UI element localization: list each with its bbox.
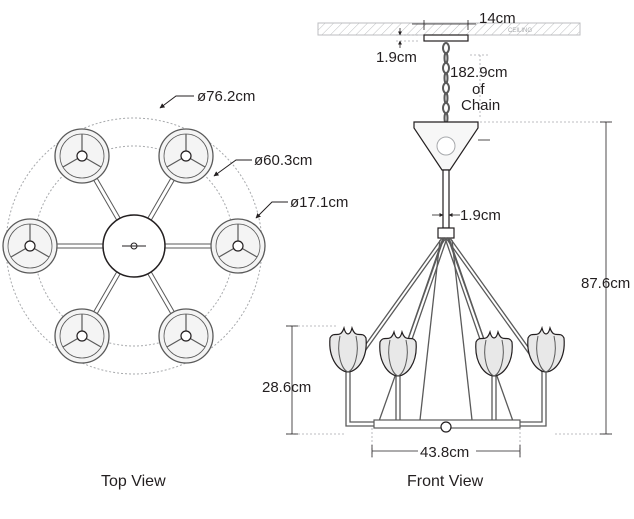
dim-outer-diameter: ø76.2cm [197, 88, 255, 105]
dim-chain-length: 182.9cm [450, 64, 508, 81]
top-view: ø76.2cm ø60.3cm ø17.1cm [2, 88, 348, 375]
leader-shade [255, 201, 288, 219]
front-view: CEILING 14cm 1.9cm 182.9cm of Chai [262, 10, 630, 461]
canopy [423, 34, 469, 42]
ceiling-label: CEILING [508, 28, 532, 34]
flower-head-upper-right [158, 128, 214, 184]
top-view-caption: Top View [101, 473, 166, 490]
dim-overall-height: 87.6cm [581, 275, 630, 292]
flower-shade-3 [475, 329, 513, 377]
chain [442, 42, 450, 124]
dim-canopy-height: 1.9cm [376, 49, 417, 66]
flower-shade-2 [379, 329, 417, 377]
flower-head-lower-right [158, 308, 214, 364]
dim-canopy-width: 14cm [479, 10, 516, 27]
dim-stem-diameter: 1.9cm [460, 207, 501, 224]
dim-chain-word: Chain [461, 97, 500, 114]
flower-head-left [2, 218, 58, 274]
flower-shade-4 [527, 325, 565, 373]
flower-head-upper-left [54, 128, 110, 184]
dim-shade-diameter: ø17.1cm [290, 194, 348, 211]
dim-width: 43.8cm [420, 444, 469, 461]
front-arms [345, 237, 547, 427]
dim-arm-height: 28.6cm [262, 379, 311, 396]
leader-middle [213, 159, 252, 177]
flower-shade-1 [329, 325, 367, 373]
ceiling-bar [317, 22, 581, 36]
flower-head-right [210, 218, 266, 274]
front-view-caption: Front View [407, 473, 484, 490]
leader-outer [159, 95, 194, 109]
dim-chain-of: of [472, 81, 485, 98]
dim-middle-diameter: ø60.3cm [254, 152, 312, 169]
center-stem [442, 169, 450, 229]
flower-head-lower-left [54, 308, 110, 364]
